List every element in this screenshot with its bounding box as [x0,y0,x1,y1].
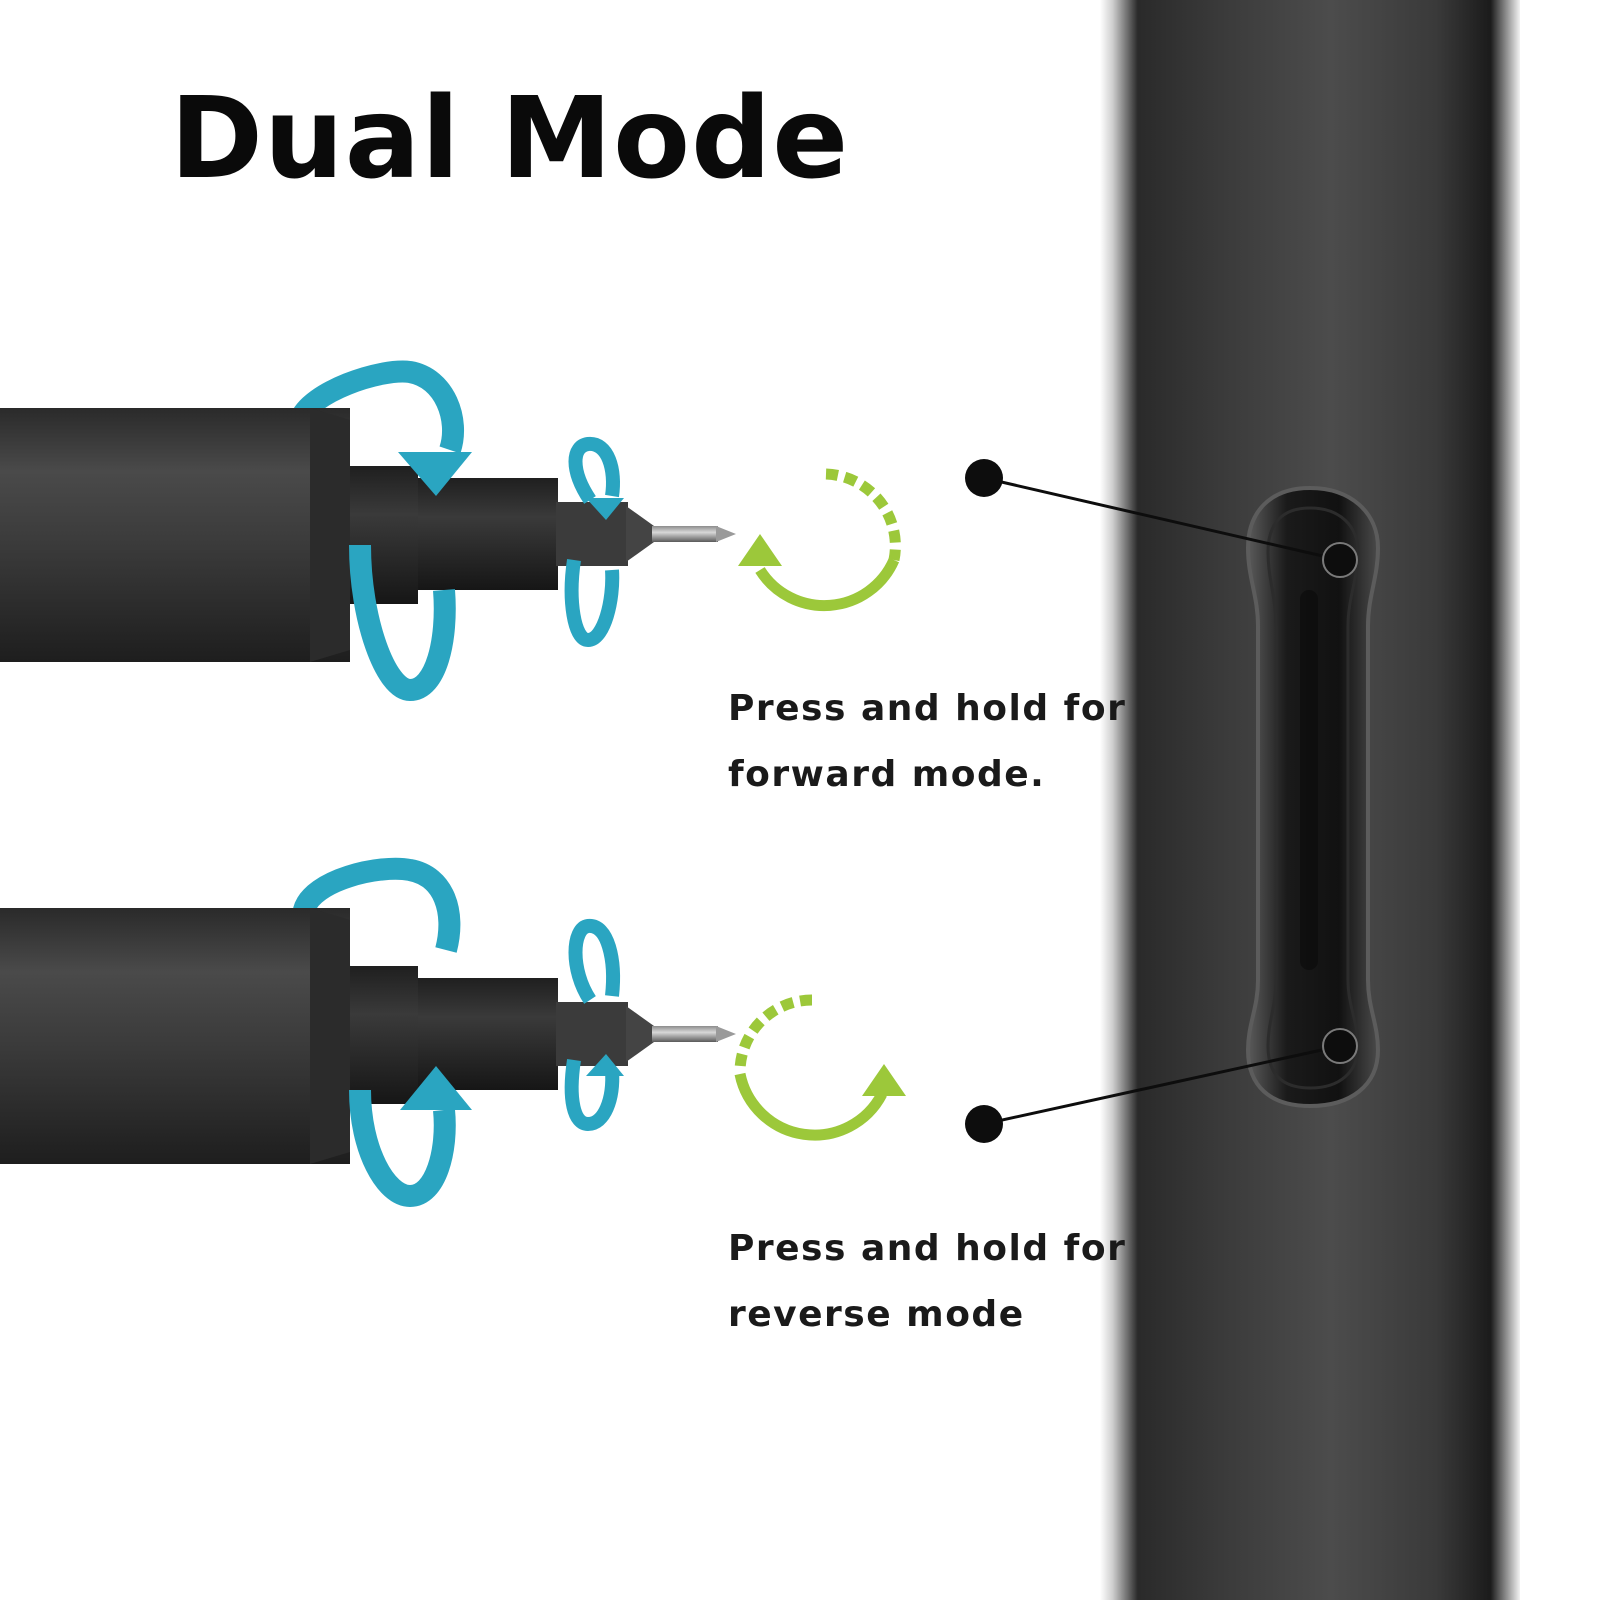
forward-mode-caption: Press and hold for forward mode. [728,676,1126,808]
counterclockwise-arrow-icon [734,994,906,1141]
mode-switch [1245,485,1381,1109]
screwdriver-handle [1100,0,1520,1600]
rotation-arrow-icon [398,452,472,496]
forward-leader [965,459,1358,578]
forward-caption-line-2: forward mode. [728,754,1046,795]
forward-caption-line-1: Press and hold for [728,688,1127,729]
page-title: Dual Mode [170,74,850,204]
reverse-leader [965,1028,1358,1143]
reverse-caption-line-2: reverse mode [728,1294,1025,1335]
rotation-arrow-icon [400,1066,472,1110]
reverse-mode-caption: Press and hold for reverse mode [728,1216,1126,1348]
reverse-caption-line-1: Press and hold for [728,1228,1127,1269]
screwdriver-reverse [0,857,736,1208]
clockwise-arrow-icon [738,468,901,612]
screwdriver-forward [0,360,736,702]
